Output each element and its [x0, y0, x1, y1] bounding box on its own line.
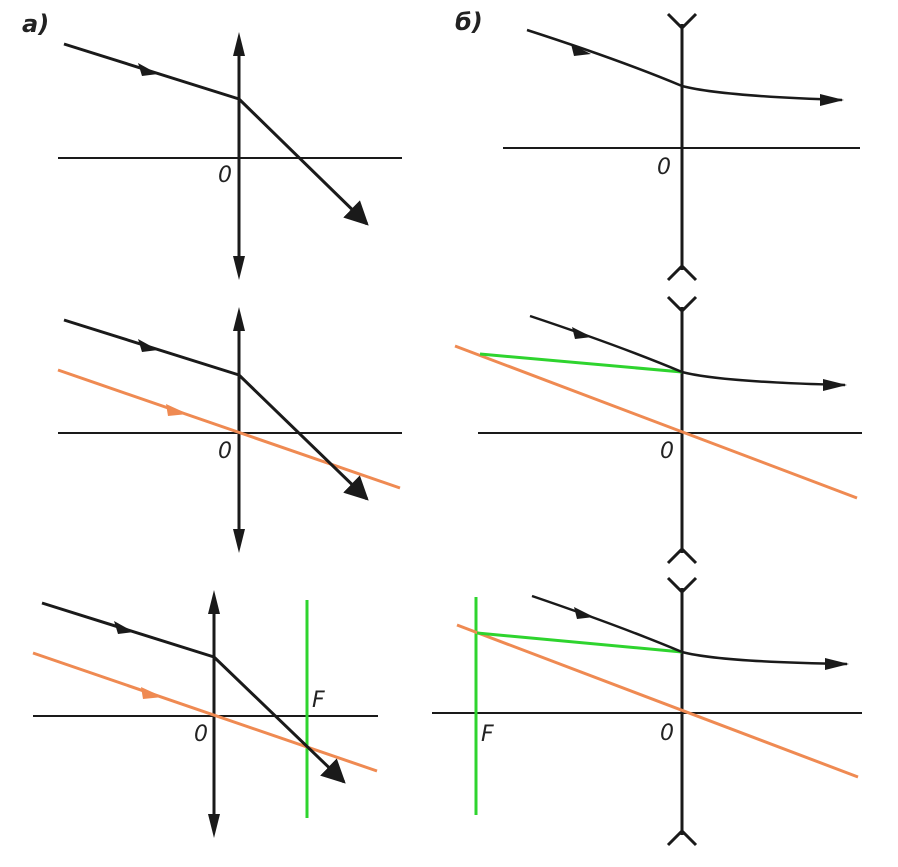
refracted-ray	[237, 97, 369, 226]
auxiliary-ray-arrow	[141, 687, 163, 699]
incident-ray	[526, 28, 683, 88]
auxiliary-ray-arrow	[166, 404, 188, 416]
refracted-ray-arrow	[825, 658, 849, 670]
incident-ray	[529, 314, 683, 374]
lens-top-end	[666, 12, 698, 31]
panel-label-a: а)	[22, 10, 49, 38]
focal-construction-segment	[476, 631, 683, 654]
diverging-lens-row-2: 0	[454, 295, 862, 565]
refracted-ray-arrow	[820, 94, 844, 106]
panel-label-b: б)	[455, 8, 483, 36]
incident-ray-arrow	[138, 63, 158, 76]
center-label: 0	[660, 439, 674, 464]
refracted-ray	[237, 373, 369, 501]
auxiliary-ray	[454, 344, 858, 500]
lens-top-end	[666, 576, 698, 595]
incident-ray-arrow	[138, 339, 158, 352]
lens-bottom-end	[666, 828, 698, 847]
refracted-ray	[681, 84, 843, 102]
incident-ray-arrow	[114, 621, 134, 634]
lens-top-arrowhead	[233, 32, 245, 56]
diverging-lens-row-3: F 0	[432, 576, 862, 847]
lens-top-arrowhead	[208, 590, 220, 614]
focus-label: F	[312, 688, 325, 713]
incident-ray-arrow	[571, 44, 591, 56]
auxiliary-ray	[57, 368, 401, 490]
diverging-lens-row-1: 0	[503, 12, 860, 282]
lens-bottom-end	[666, 546, 698, 565]
auxiliary-ray	[456, 623, 859, 779]
incident-ray-arrow	[572, 327, 592, 339]
auxiliary-ray	[32, 651, 378, 773]
lens-top-end	[666, 295, 698, 314]
lens-bottom-arrowhead	[233, 529, 245, 553]
center-label: 0	[660, 721, 674, 746]
center-label: 0	[194, 722, 208, 747]
refracted-ray	[681, 650, 848, 666]
focal-construction-segment	[479, 352, 683, 374]
lens-bottom-arrowhead	[233, 256, 245, 280]
converging-lens-row-2: 0	[57, 307, 402, 553]
converging-lens-row-1: 0	[58, 32, 402, 280]
refracted-ray	[681, 370, 846, 387]
lens-bottom-end	[666, 263, 698, 282]
incident-ray-arrow	[574, 607, 594, 619]
lens-top-arrowhead	[233, 307, 245, 331]
center-label: 0	[218, 439, 232, 464]
center-label: 0	[657, 155, 671, 180]
refracted-ray-arrow	[823, 379, 847, 391]
converging-lens-row-3: 0 F	[32, 590, 378, 838]
lens-bottom-arrowhead	[208, 814, 220, 838]
center-label: 0	[218, 163, 232, 188]
incident-ray	[531, 594, 683, 654]
refracted-ray	[212, 655, 346, 784]
focus-label: F	[481, 722, 494, 747]
